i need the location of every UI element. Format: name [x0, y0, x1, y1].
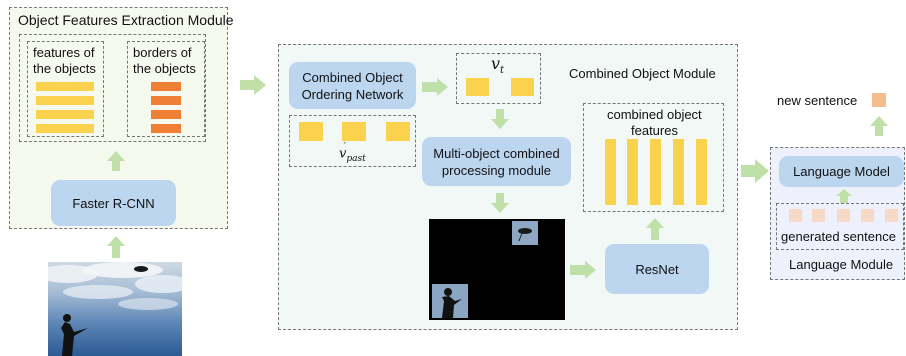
- language-model-block: Language Model: [779, 156, 904, 187]
- feature-square: [386, 122, 410, 141]
- word-square: [861, 209, 874, 222]
- ordering-network-label-line2: Ordering Network: [301, 86, 404, 102]
- v-past-base: v: [339, 146, 347, 162]
- arrow-right-icon: [422, 78, 448, 96]
- v-past-box: [289, 115, 416, 167]
- v-t-base: v: [491, 54, 501, 73]
- combined-feature-bar: [673, 139, 684, 205]
- arrow-up-icon: [107, 151, 125, 171]
- processing-module-label-line2: processing module: [441, 162, 552, 178]
- v-past-prime: ′: [343, 142, 346, 152]
- combined-feature-bar: [650, 139, 661, 205]
- v-past-subscript: past: [346, 153, 366, 164]
- feature-bar: [36, 96, 94, 105]
- feature-square: [511, 78, 534, 96]
- combined-feature-bar: [696, 139, 707, 205]
- processing-module-label-line1: Multi-object combined: [433, 145, 560, 161]
- faster-rcnn-block: Faster R-CNN: [51, 180, 176, 226]
- combined-features-label-line1: combined object: [607, 107, 702, 122]
- arrow-up-icon: [836, 189, 852, 203]
- border-bar: [151, 110, 181, 119]
- arrow-right-icon: [570, 261, 596, 279]
- v-past-label: vpast′: [339, 142, 366, 164]
- extraction-module-title: Object Features Extraction Module: [18, 12, 234, 28]
- input-photo: [48, 262, 182, 356]
- arrow-up-icon: [107, 236, 125, 258]
- border-bar: [151, 82, 181, 91]
- word-square: [789, 209, 802, 222]
- processing-module-block: Multi-object combined processing module: [422, 137, 571, 186]
- arrow-up-icon: [870, 116, 888, 136]
- output-word-square: [872, 93, 886, 107]
- borders-label-line2: the objects: [133, 61, 196, 76]
- combined-features-label-line2: features: [631, 123, 678, 138]
- borders-label-line1: borders of: [133, 45, 192, 60]
- word-square: [812, 209, 825, 222]
- features-label-line1: features of: [33, 45, 95, 60]
- combined-feature-bar: [627, 139, 638, 205]
- arrow-down-icon: [491, 109, 509, 129]
- feature-bar: [36, 124, 94, 133]
- arrow-down-icon: [491, 193, 509, 213]
- word-square: [885, 209, 898, 222]
- feature-bar: [36, 110, 94, 119]
- feature-square: [342, 122, 366, 141]
- border-bar: [151, 124, 181, 133]
- resnet-block: ResNet: [605, 244, 709, 294]
- feature-square: [466, 78, 489, 96]
- borders-box: [127, 41, 205, 137]
- word-square: [837, 209, 850, 222]
- v-t-box: [456, 53, 541, 104]
- features-box: [27, 41, 104, 137]
- v-t-subscript: t: [500, 65, 505, 77]
- arrow-right-icon: [240, 75, 266, 95]
- generated-sentence-box: [776, 203, 904, 250]
- feature-bar: [36, 82, 94, 91]
- ordering-network-label-line1: Combined Object: [302, 69, 403, 85]
- features-outer-box: [19, 34, 206, 142]
- new-sentence-label: new sentence: [777, 93, 858, 108]
- v-t-prime: ′: [498, 52, 501, 63]
- generated-sentence-label: generated sentence: [781, 229, 896, 244]
- combined-features-box: [583, 103, 724, 212]
- combined-object-image: [429, 219, 565, 320]
- features-label-line2: the objects: [33, 61, 96, 76]
- ordering-network-block: Combined Object Ordering Network: [289, 62, 416, 109]
- arrow-up-icon: [646, 218, 664, 240]
- combined-module-title: Combined Object Module: [569, 66, 716, 81]
- language-module-title: Language Module: [789, 257, 894, 272]
- v-t-label: vt ′: [491, 52, 504, 77]
- combined-feature-bar: [605, 139, 616, 205]
- border-bar: [151, 96, 181, 105]
- arrow-right-icon: [741, 159, 769, 183]
- feature-square: [299, 122, 323, 141]
